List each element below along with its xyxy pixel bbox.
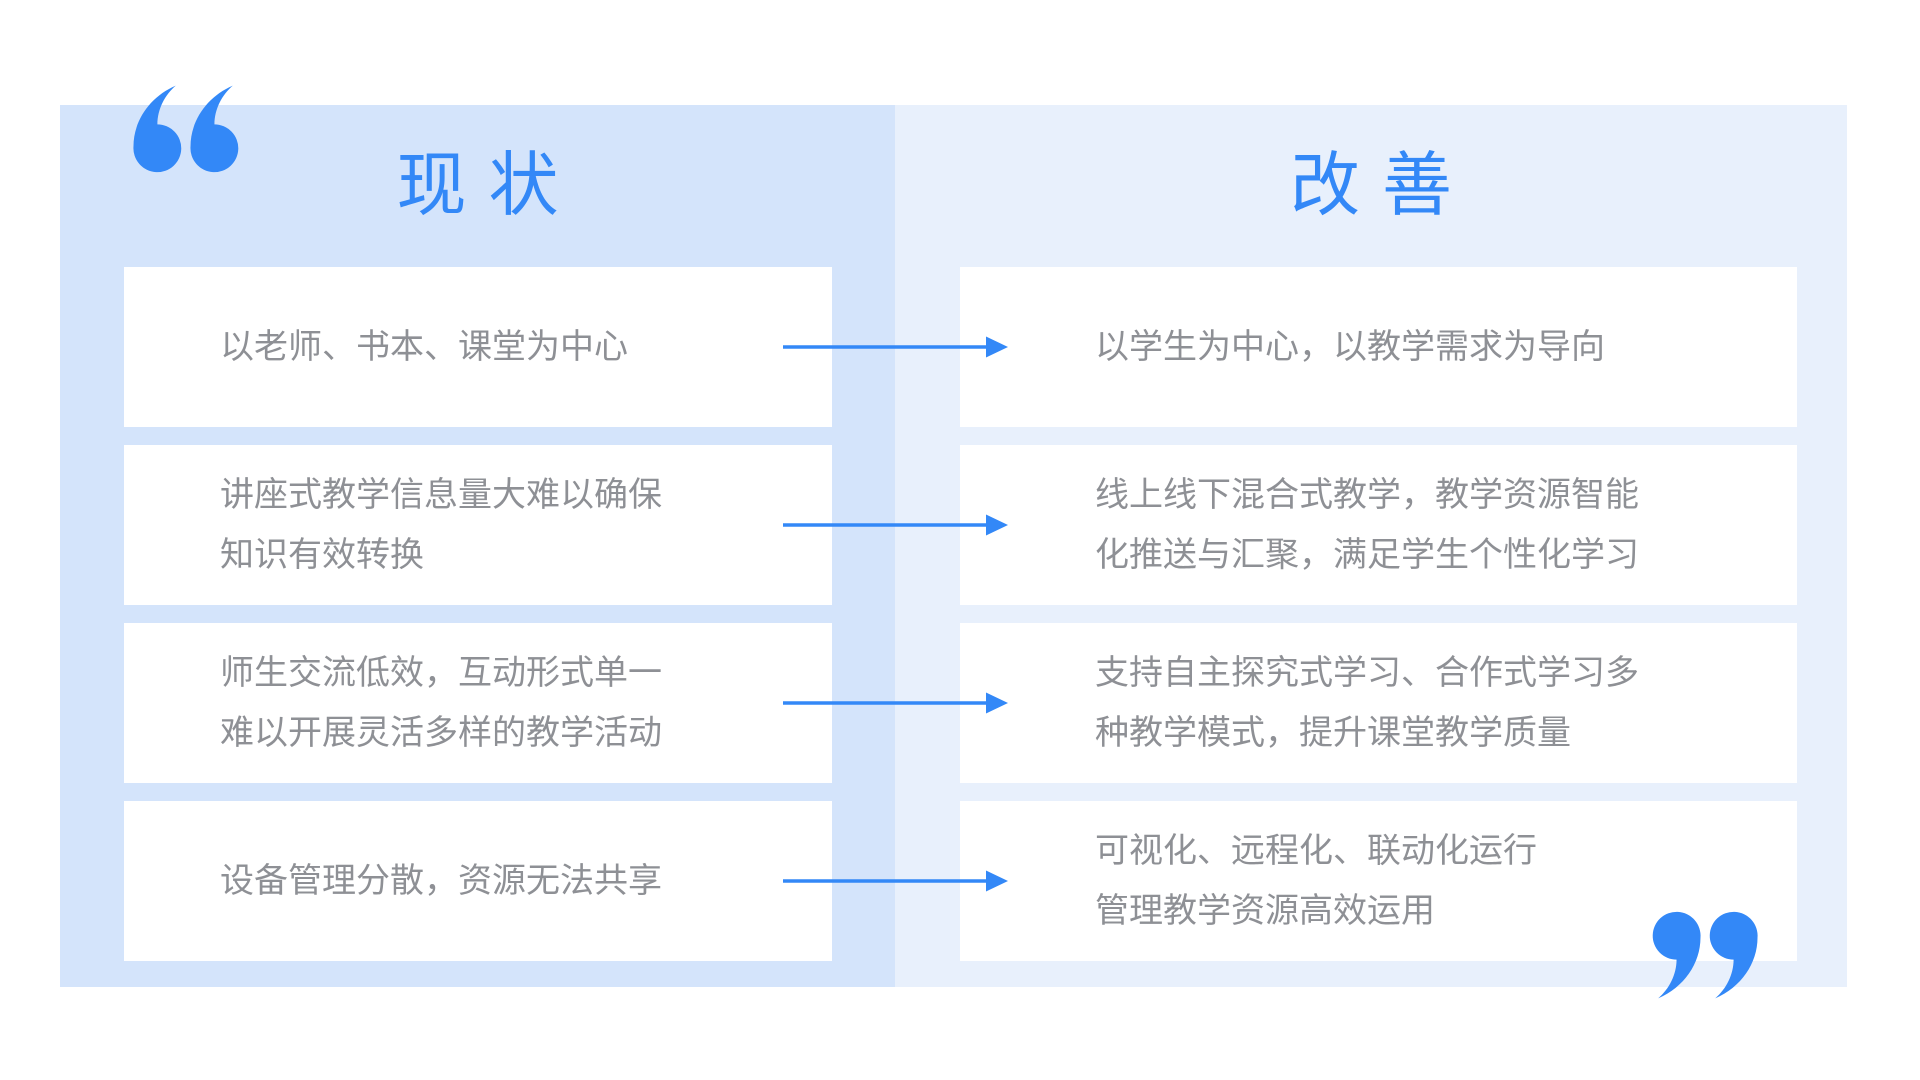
- card-line: 可视化、远程化、联动化运行: [1095, 831, 1537, 871]
- card-line: 线上线下混合式教学，教学资源智能: [1095, 475, 1639, 515]
- current-state-panel: 现状 以老师、书本、课堂为中心讲座式教学信息量大难以确保知识有效转换师生交流低效…: [60, 105, 895, 987]
- current-state-cards: 以老师、书本、课堂为中心讲座式教学信息量大难以确保知识有效转换师生交流低效，互动…: [124, 267, 832, 961]
- card: 以老师、书本、课堂为中心: [124, 267, 832, 427]
- card-line: 讲座式教学信息量大难以确保: [220, 475, 662, 515]
- card: 支持自主探究式学习、合作式学习多种教学模式，提升课堂教学质量: [960, 623, 1797, 783]
- close-quote-icon: [1652, 911, 1758, 999]
- card: 师生交流低效，互动形式单一难以开展灵活多样的教学活动: [124, 623, 832, 783]
- current-state-title: 现状: [396, 144, 581, 226]
- open-quote-icon: [133, 85, 239, 173]
- card-line: 知识有效转换: [220, 535, 424, 575]
- card-line: 师生交流低效，互动形式单一: [220, 653, 662, 693]
- card: 线上线下混合式教学，教学资源智能化推送与汇聚，满足学生个性化学习: [960, 445, 1797, 605]
- card-line: 种教学模式，提升课堂教学质量: [1095, 713, 1571, 753]
- card-line: 以学生为中心，以教学需求为导向: [1095, 327, 1605, 367]
- card-line: 化推送与汇聚，满足学生个性化学习: [1095, 535, 1639, 575]
- improvement-title: 改善: [1290, 144, 1474, 226]
- card: 讲座式教学信息量大难以确保知识有效转换: [124, 445, 832, 605]
- card-line: 支持自主探究式学习、合作式学习多: [1095, 653, 1639, 693]
- card: 以学生为中心，以教学需求为导向: [960, 267, 1797, 427]
- card: 设备管理分散，资源无法共享: [124, 801, 832, 961]
- card-line: 设备管理分散，资源无法共享: [220, 861, 662, 901]
- card-line: 管理教学资源高效运用: [1095, 891, 1435, 931]
- card-line: 难以开展灵活多样的教学活动: [220, 713, 662, 753]
- improvement-cards: 以学生为中心，以教学需求为导向线上线下混合式教学，教学资源智能化推送与汇聚，满足…: [960, 267, 1797, 961]
- improvement-panel: 改善 以学生为中心，以教学需求为导向线上线下混合式教学，教学资源智能化推送与汇聚…: [895, 105, 1847, 987]
- card-line: 以老师、书本、课堂为中心: [220, 327, 628, 367]
